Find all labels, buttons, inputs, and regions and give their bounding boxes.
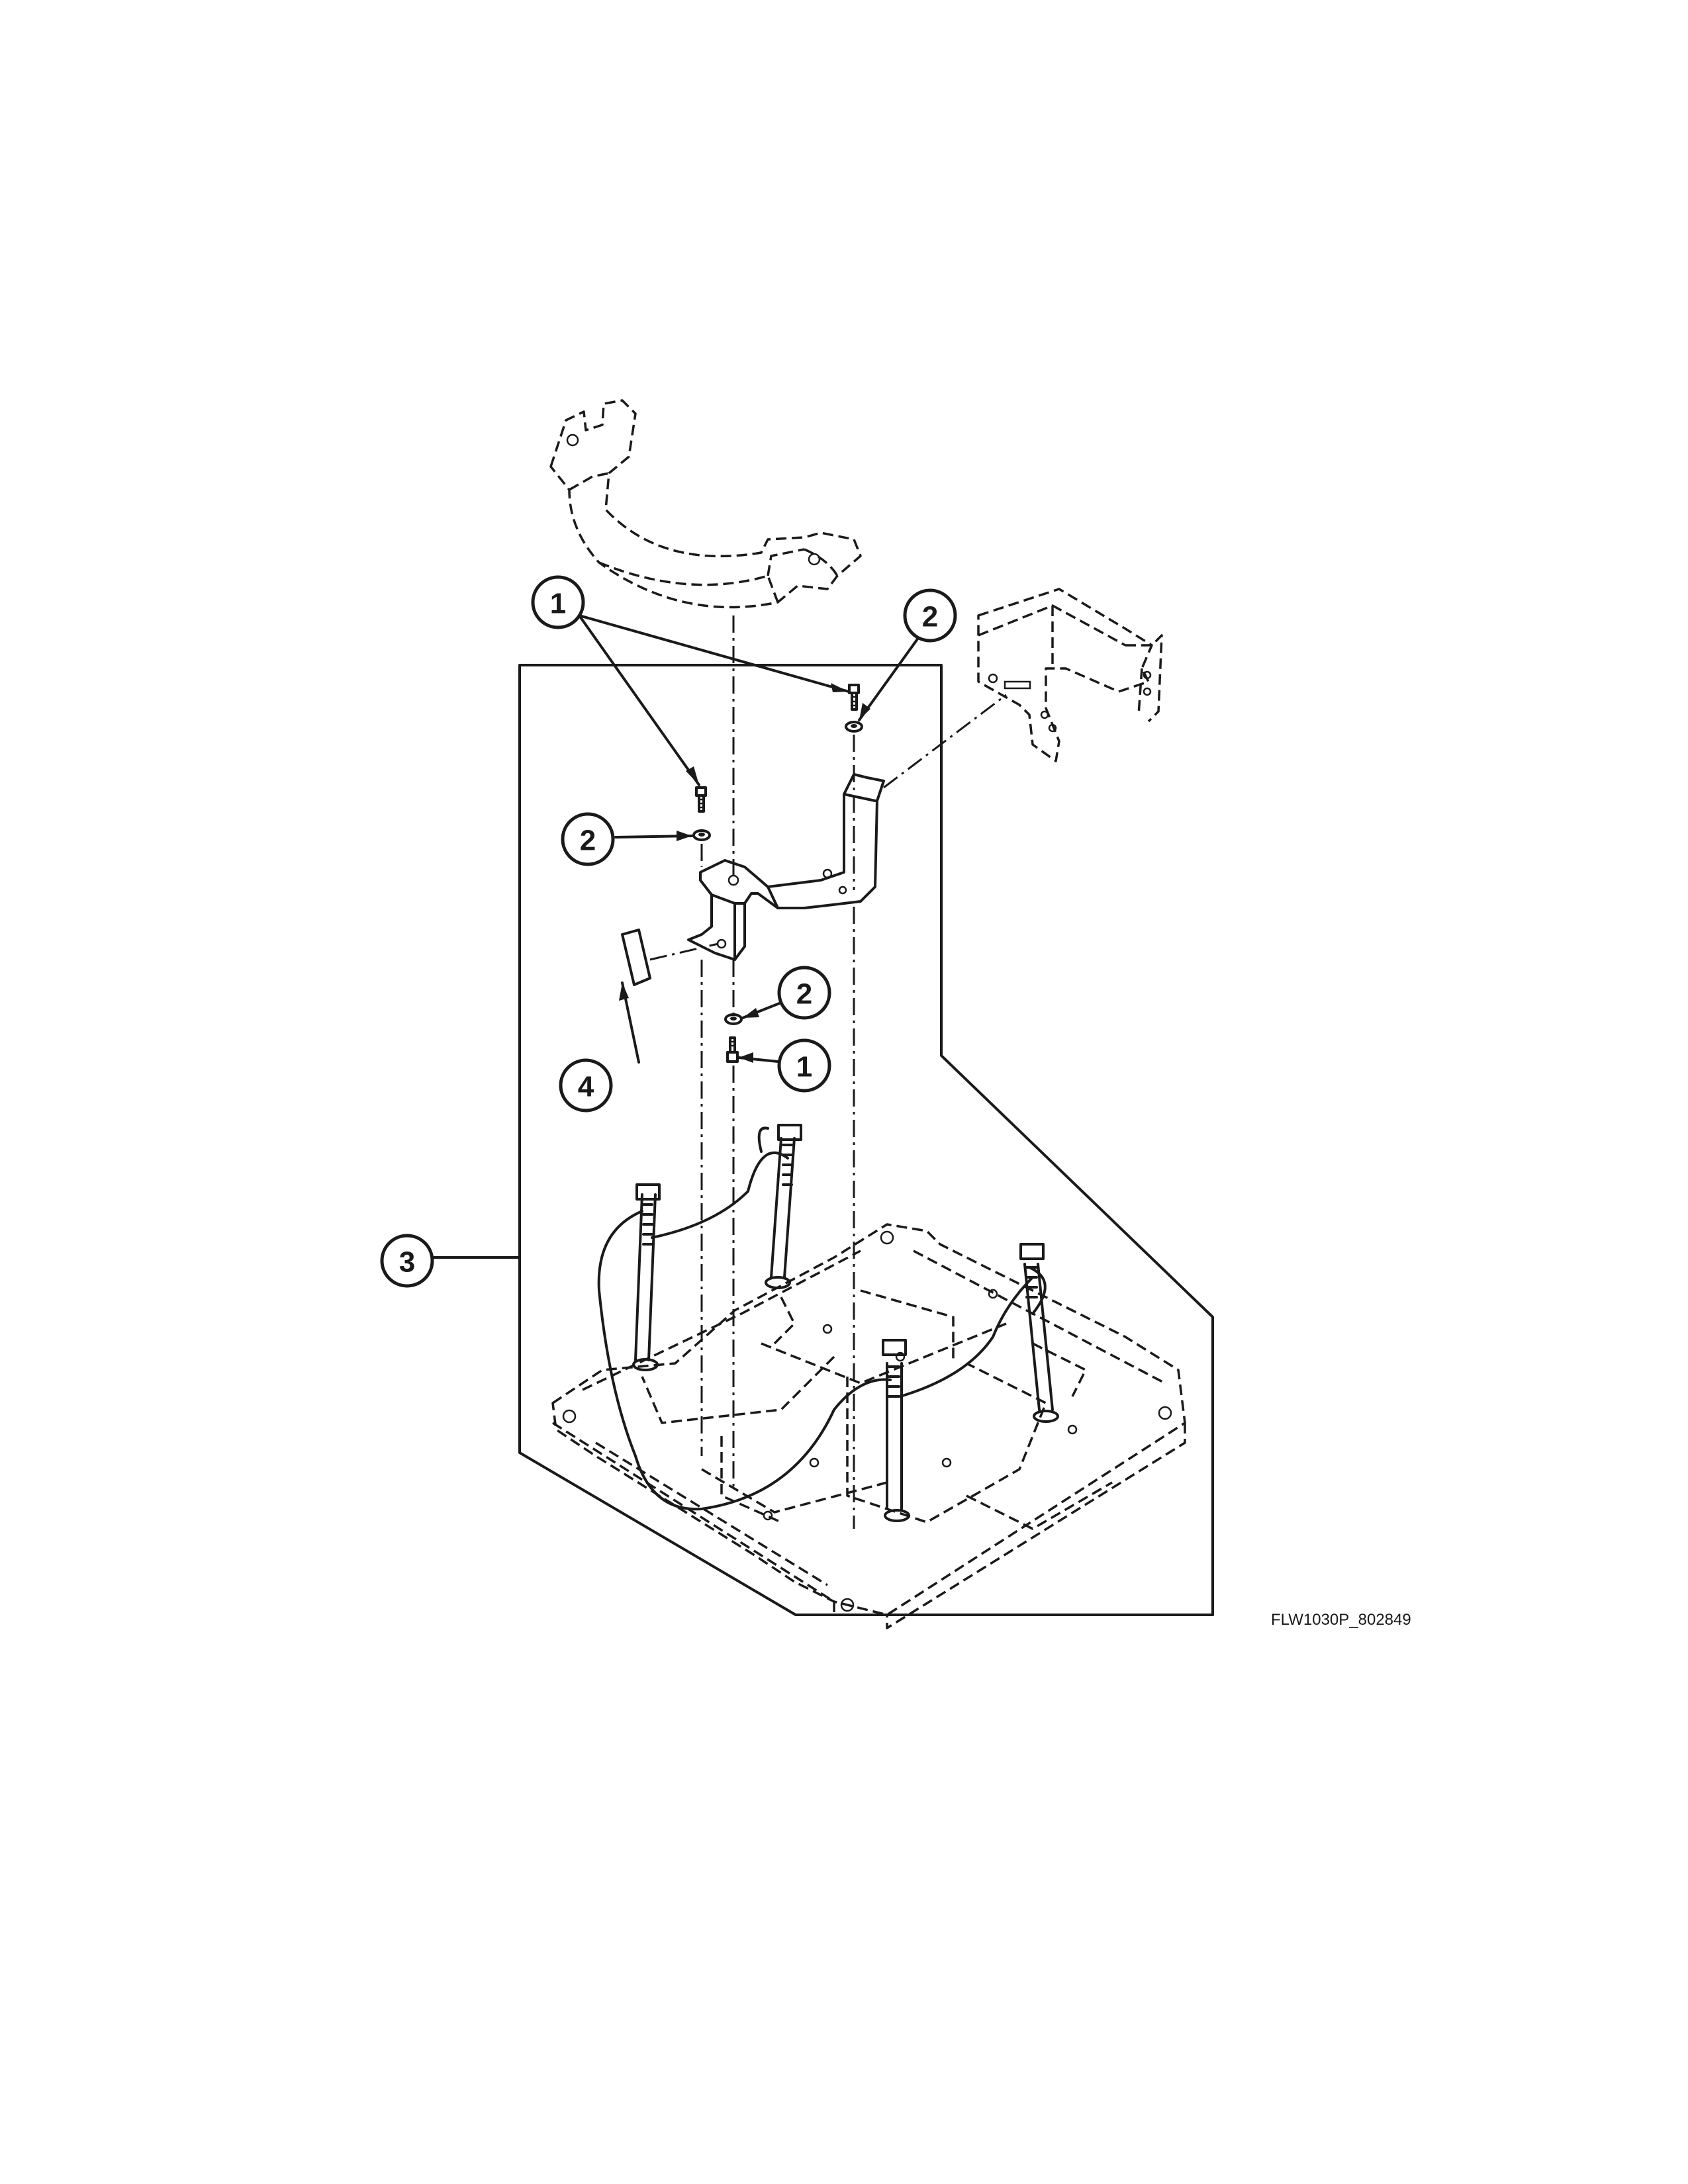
callout-2-left: 2 (561, 812, 615, 866)
svg-text:2: 2 (580, 825, 596, 857)
figure-code: FLW1030P_802849 (1271, 1611, 1411, 1629)
screw-lower (726, 1036, 739, 1063)
callout-1-upper: 1 (531, 575, 585, 629)
svg-text:2: 2 (922, 601, 938, 633)
svg-text:2: 2 (796, 978, 812, 1011)
callout-3: 3 (380, 1234, 434, 1288)
upper-frame-part (977, 588, 1163, 762)
callout-2-lower: 2 (777, 966, 831, 1020)
svg-text:1: 1 (796, 1051, 812, 1083)
assembly-boundary (518, 664, 1214, 1616)
main-bracket (687, 773, 885, 961)
callout-1-lower: 1 (777, 1038, 831, 1093)
washer-upper-left (692, 829, 711, 841)
svg-text:1: 1 (550, 588, 566, 620)
leader-arrowheads (619, 683, 870, 1063)
svg-text:4: 4 (578, 1071, 594, 1103)
screw-upper-right (848, 684, 860, 711)
alignment-lines (649, 615, 1007, 1529)
callout-4: 4 (559, 1058, 613, 1113)
washer-lower (724, 1013, 743, 1025)
svg-text:3: 3 (399, 1246, 415, 1279)
screw-upper-left (695, 786, 707, 813)
callout-2-upper-right: 2 (903, 588, 957, 643)
washer-upper-right (845, 721, 863, 733)
ground-wire (597, 1126, 1047, 1511)
base-frame (551, 1223, 1186, 1629)
upper-mount-arch (549, 399, 862, 609)
suspension-rods (632, 1124, 1059, 1522)
item-4-label-plate (621, 929, 651, 986)
leader-lines (429, 614, 921, 1259)
